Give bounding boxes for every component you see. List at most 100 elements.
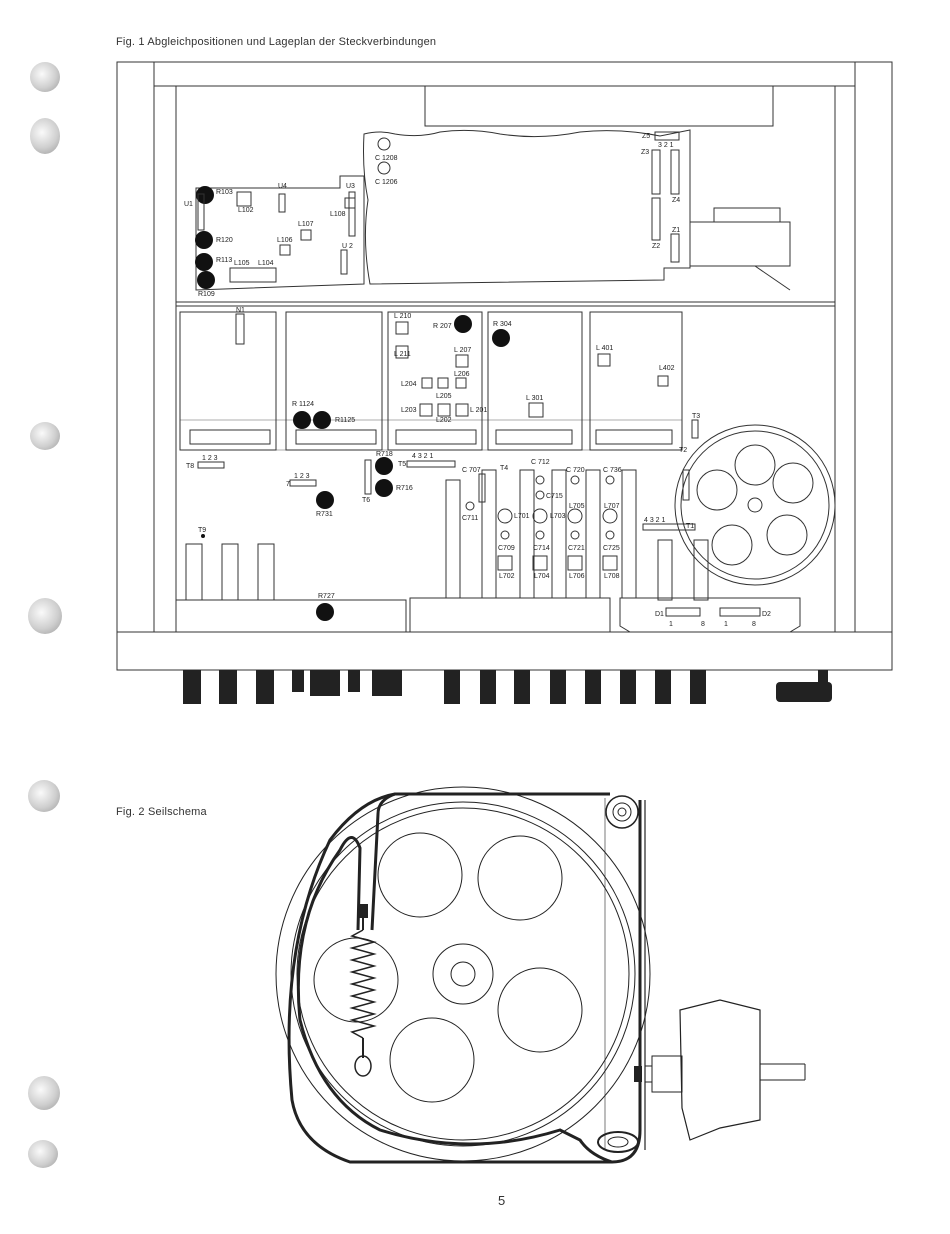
label-l102: L102 — [238, 207, 254, 214]
label-d1-pin1: 1 — [669, 621, 673, 628]
binder-hole — [28, 1076, 60, 1110]
label-l704: L704 — [534, 573, 550, 580]
push-button — [444, 670, 460, 704]
label-l402: L402 — [659, 365, 675, 372]
label-c720: C 720 — [566, 467, 585, 474]
label-l701: L701 — [514, 513, 530, 520]
binder-hole — [30, 62, 60, 92]
label-r718: R718 — [376, 451, 393, 458]
page-number: 5 — [498, 1193, 506, 1208]
label-u2: U 2 — [342, 243, 353, 250]
label-l106: L106 — [277, 237, 293, 244]
label-l201: L 201 — [470, 407, 487, 414]
label-r120: R120 — [216, 237, 233, 244]
label-t5-pins: 4 3 2 1 — [412, 453, 434, 460]
front-connector — [183, 670, 201, 704]
trimmer-r113 — [195, 253, 213, 271]
dial-drum — [275, 786, 651, 1162]
label-l108: L108 — [330, 211, 346, 218]
label-t7-pins: 1 2 3 — [294, 473, 310, 480]
label-z2: Z2 — [652, 243, 660, 250]
push-button — [655, 670, 671, 704]
figure-1-caption: Fig. 1 Abgleichpositionen und Lageplan d… — [116, 36, 437, 48]
push-button — [514, 670, 530, 704]
label-l707: L707 — [604, 503, 620, 510]
label-u4: U4 — [278, 183, 287, 190]
label-l706: L706 — [569, 573, 585, 580]
trimmer-r727 — [316, 603, 334, 621]
label-n1: N1 — [236, 307, 245, 314]
label-c712: C 712 — [531, 459, 550, 466]
label-r207: R 207 — [433, 323, 452, 330]
label-c709: C709 — [498, 545, 515, 552]
label-t1-pins: 4 3 2 1 — [644, 517, 666, 524]
label-t2: T2 — [679, 447, 687, 454]
label-l211: L 211 — [394, 351, 411, 358]
label-l104: L104 — [258, 260, 274, 267]
trimmer-r731 — [316, 491, 334, 509]
label-r727: R727 — [318, 593, 335, 600]
label-t9: T9 — [198, 527, 206, 534]
label-l202: L202 — [436, 417, 452, 424]
label-t3: T3 — [692, 413, 700, 420]
label-l107: L107 — [298, 221, 314, 228]
label-r716: R716 — [396, 485, 413, 492]
label-z1: Z1 — [672, 227, 680, 234]
label-l301: L 301 — [526, 395, 543, 402]
binder-hole — [28, 1140, 58, 1168]
top-pulley — [605, 795, 639, 829]
label-t5: T5 — [398, 461, 406, 468]
label-t4: T4 — [500, 465, 508, 472]
label-d2-pin8: 8 — [752, 621, 756, 628]
binder-hole — [28, 598, 62, 634]
label-l401: L 401 — [596, 345, 613, 352]
bottom-pulley — [597, 1131, 639, 1153]
label-l210: L 210 — [394, 313, 411, 320]
label-l207: L 207 — [454, 347, 471, 354]
label-t6: T6 — [362, 497, 370, 504]
push-button — [620, 670, 636, 704]
label-c736: C 736 — [603, 467, 622, 474]
tuning-knob — [679, 999, 761, 1141]
trimmer-r109 — [197, 271, 215, 289]
label-c725: C725 — [603, 545, 620, 552]
label-u1: U1 — [184, 201, 193, 208]
trimmer-r1124 — [293, 411, 311, 429]
label-c721: C721 — [568, 545, 585, 552]
label-z5-pins: 3 2 1 — [658, 142, 674, 149]
label-l702: L702 — [499, 573, 515, 580]
label-l105: L105 — [234, 260, 250, 267]
label-t7: 7 — [286, 481, 290, 488]
label-d1: D1 — [655, 611, 664, 618]
label-r1124: R 1124 — [292, 401, 314, 408]
volume-knob — [776, 682, 832, 702]
label-l705: L705 — [569, 503, 585, 510]
label-r113: R113 — [216, 257, 232, 264]
binder-hole — [30, 118, 60, 154]
label-z3: Z3 — [641, 149, 649, 156]
push-button — [690, 670, 706, 704]
trimmer-r304 — [492, 329, 510, 347]
tension-spring — [349, 929, 377, 1039]
binder-hole — [28, 780, 60, 812]
label-d2-pin1: 1 — [724, 621, 728, 628]
label-c714: C714 — [533, 545, 550, 552]
label-l203: L203 — [401, 407, 417, 414]
push-button — [585, 670, 601, 704]
trimmer-r1125 — [313, 411, 331, 429]
label-l204: L204 — [401, 381, 417, 388]
label-r1125: R1125 — [335, 417, 355, 424]
label-d1-pin8: 8 — [701, 621, 705, 628]
label-r731: R731 — [316, 511, 333, 518]
label-t8: T8 — [186, 463, 194, 470]
label-t1: T1 — [686, 523, 694, 530]
trimmer-r103 — [196, 186, 214, 204]
label-z4: Z4 — [672, 197, 680, 204]
label-d2: D2 — [762, 611, 771, 618]
front-connector — [219, 670, 237, 704]
label-c1208: C 1208 — [375, 155, 398, 162]
label-r304: R 304 — [493, 321, 512, 328]
label-l708: L708 — [604, 573, 620, 580]
